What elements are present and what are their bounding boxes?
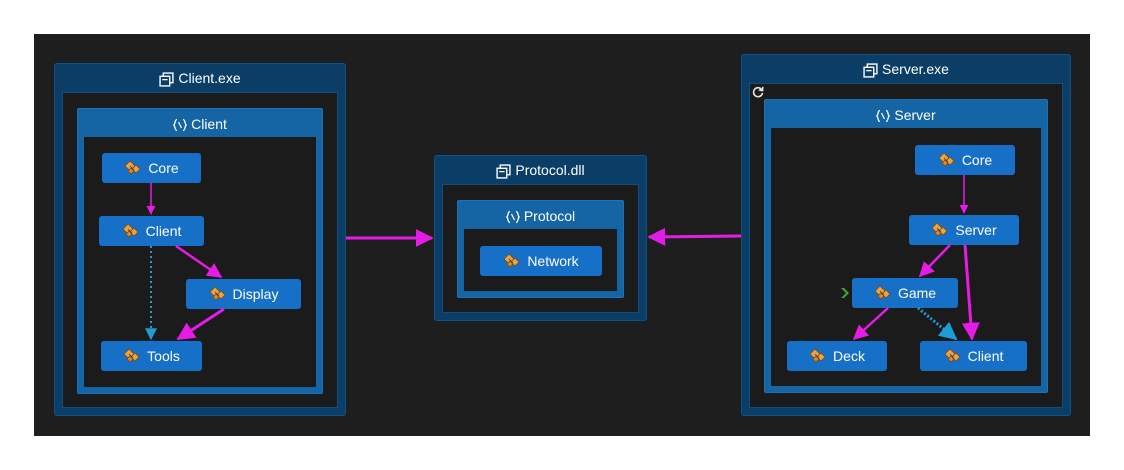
type-label: Deck	[833, 348, 865, 364]
assembly-title: Protocol.dll	[515, 162, 585, 178]
entry-point-icon	[841, 288, 849, 298]
type-server-client[interactable]: Client	[920, 341, 1027, 371]
namespace-title: Server	[894, 107, 936, 123]
edge-server-to-game[interactable]	[918, 244, 951, 278]
type-label: Network	[527, 253, 579, 269]
type-label: Display	[232, 286, 279, 302]
type-label: Client	[967, 348, 1004, 364]
edge-server-exe-to-protocol[interactable]	[647, 227, 742, 246]
type-server-core[interactable]: Core	[915, 145, 1015, 175]
type-label: Client	[145, 223, 182, 239]
assembly-title: Server.exe	[882, 61, 949, 77]
type-client-tools[interactable]: Tools	[101, 341, 202, 371]
type-protocol-network[interactable]: Network	[480, 246, 602, 276]
type-client-client[interactable]: Client	[99, 216, 204, 246]
type-client-core[interactable]: Core	[102, 153, 201, 183]
type-label: Server	[955, 222, 997, 238]
edge-game-to-client[interactable]	[917, 306, 958, 341]
type-label: Core	[148, 160, 179, 176]
edge-display-to-tools[interactable]	[176, 307, 225, 341]
refresh-icon[interactable]	[751, 85, 765, 99]
type-label: Core	[961, 152, 993, 168]
assembly-title: Client.exe	[178, 70, 241, 86]
type-client-display[interactable]: Display	[186, 279, 301, 309]
type-server-server[interactable]: Server	[909, 215, 1019, 245]
edge-client-to-display[interactable]	[175, 244, 223, 279]
type-label: Game	[897, 285, 937, 301]
type-label: Tools	[147, 348, 180, 364]
edge-server-to-client[interactable]	[961, 244, 980, 341]
type-server-game[interactable]: Game	[852, 278, 958, 308]
namespace-title: Protocol	[523, 208, 576, 224]
namespace-title: Client	[191, 116, 227, 132]
edge-game-to-deck[interactable]	[852, 307, 889, 341]
type-server-deck[interactable]: Deck	[787, 341, 887, 371]
